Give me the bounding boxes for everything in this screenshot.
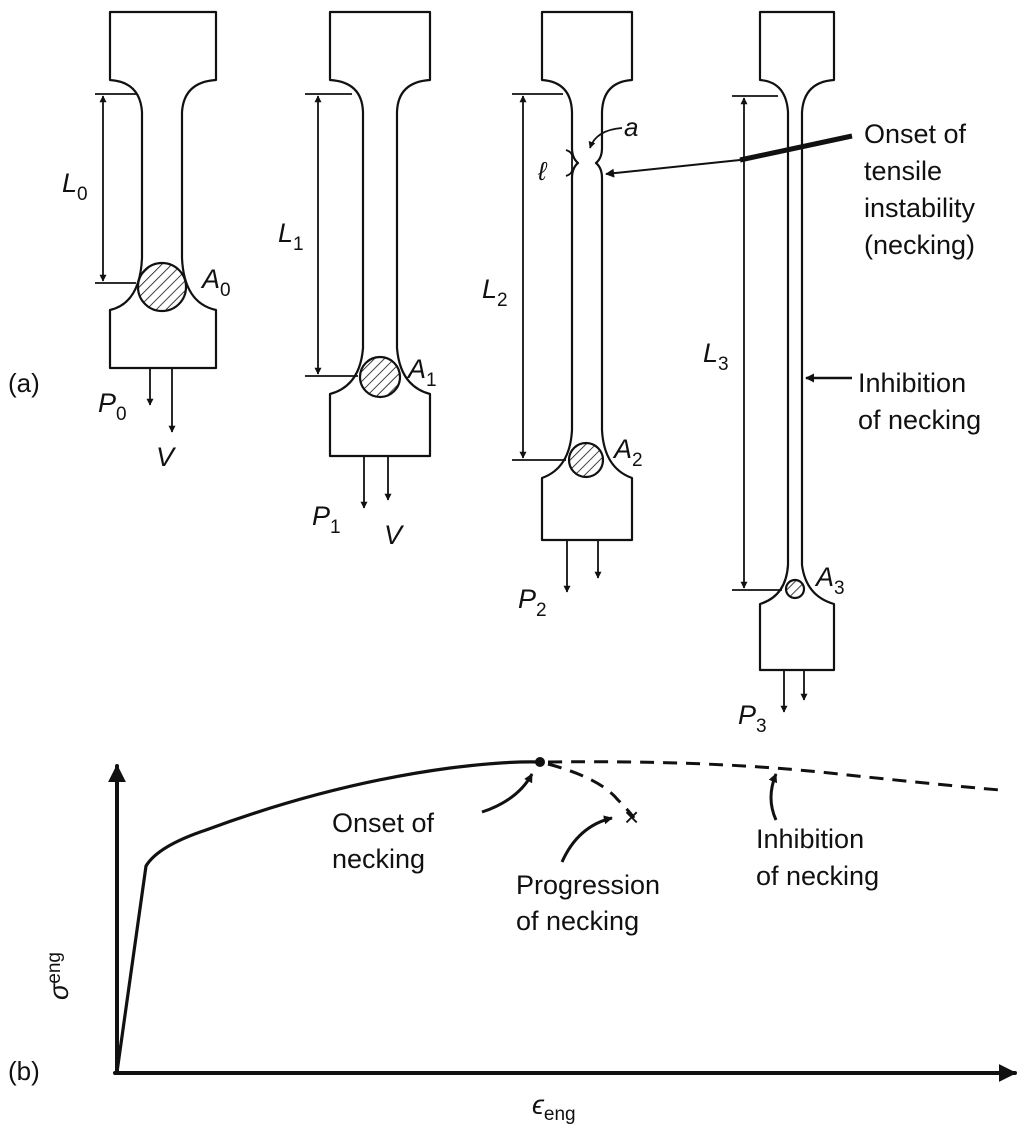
callout-inhibition: Inhibition of necking (805, 368, 981, 435)
cross-section-a3 (784, 578, 806, 600)
failure-marker: × (624, 802, 639, 832)
stress-strain-plot: σeng ϵeng × Onset of necking Progression… (44, 757, 1017, 1125)
specimen-0-body (108, 10, 218, 370)
load-label-p1: P1 (312, 501, 341, 538)
panel-a-label: (a) (8, 368, 40, 398)
callout-onset-line-3: instability (864, 193, 976, 223)
velocity-label-v1: V (384, 520, 405, 550)
progression-curve (547, 762, 636, 819)
specimen-0: L0 A0 P0 V (62, 10, 231, 472)
callout-onset-line-2: tensile (864, 156, 942, 186)
inhibition-curve (547, 760, 1001, 792)
load-label-p2: P2 (518, 584, 547, 621)
length-label-l2: L2 (482, 274, 508, 311)
load-label-p3: P3 (738, 700, 767, 737)
onset-label-line-2: necking (332, 844, 425, 874)
neck-length-bracket (565, 149, 573, 177)
area-label-a3: A3 (814, 562, 845, 599)
callout-onset-line-4: (necking) (864, 230, 975, 260)
specimen-2-body (540, 10, 634, 542)
specimen-3-body (758, 10, 836, 672)
callout-inhibition-line-1: Inhibition (858, 368, 966, 398)
length-label-l3: L3 (703, 338, 729, 375)
length-label-l1: L1 (278, 218, 304, 255)
area-label-a0: A0 (200, 264, 231, 301)
load-label-p0: P0 (98, 388, 127, 425)
callout-onset-instability: Onset of tensile instability (necking) (605, 119, 976, 260)
cross-section-a2 (567, 441, 605, 479)
neck-radius-label: a (624, 112, 638, 142)
stress-strain-curve (115, 760, 541, 1073)
neck-length-label: ℓ (537, 156, 548, 186)
panel-b-label: (b) (8, 1056, 40, 1086)
inhibition-pointer (768, 773, 778, 821)
progression-label-line-1: Progression (516, 870, 660, 900)
y-axis-label: σeng (44, 952, 74, 1000)
length-label-l0: L0 (62, 168, 88, 205)
specimen-3: L3 A3 P3 (703, 10, 845, 737)
specimen-1: L1 A1 P1 V (278, 10, 437, 550)
cross-section-a0 (136, 261, 188, 313)
inhibition-label-line-2: of necking (756, 861, 879, 891)
velocity-label-v0: V (156, 442, 177, 472)
inhibition-label-line-1: Inhibition (756, 824, 864, 854)
area-label-a2: A2 (612, 434, 643, 471)
callout-leader-arrow (605, 159, 741, 178)
specimen-1-body (328, 10, 432, 458)
area-label-a1: A1 (406, 354, 437, 391)
progression-pointer (560, 815, 613, 863)
callout-leader-thick (739, 133, 853, 163)
x-axis-label: ϵeng (532, 1090, 576, 1125)
specimen-2: L2 A2 ℓ a P2 (482, 10, 643, 621)
neck-radius-pointer (588, 127, 623, 149)
cross-section-a1 (358, 355, 402, 399)
onset-pointer (481, 773, 534, 814)
callout-onset-line-1: Onset of (864, 119, 967, 149)
onset-label-line-1: Onset of (332, 808, 435, 838)
callout-inhibition-line-2: of necking (858, 405, 981, 435)
progression-label-line-2: of necking (516, 906, 639, 936)
max-load-point (535, 757, 545, 767)
